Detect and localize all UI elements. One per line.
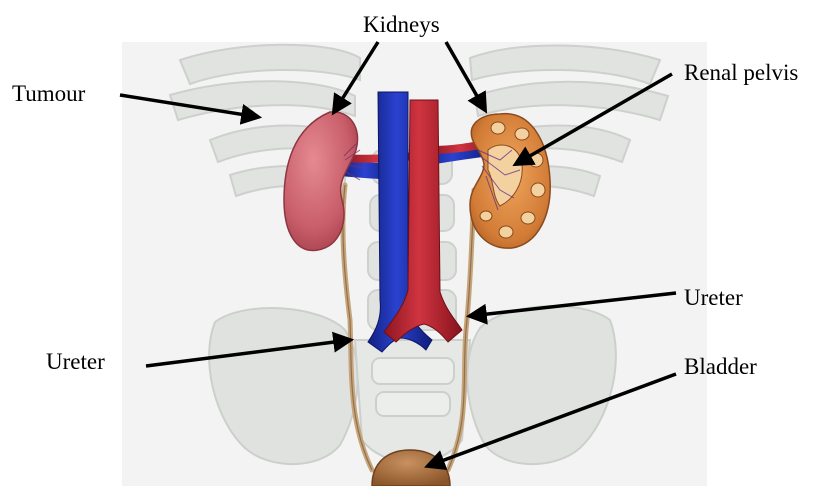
- label-renal-pelvis: Renal pelvis: [684, 60, 798, 85]
- label-bladder: Bladder: [684, 354, 757, 379]
- label-ureter-left: Ureter: [46, 349, 105, 374]
- label-kidneys: Kidneys: [363, 12, 440, 37]
- label-ureter-right: Ureter: [684, 285, 743, 310]
- label-tumour: Tumour: [12, 81, 86, 106]
